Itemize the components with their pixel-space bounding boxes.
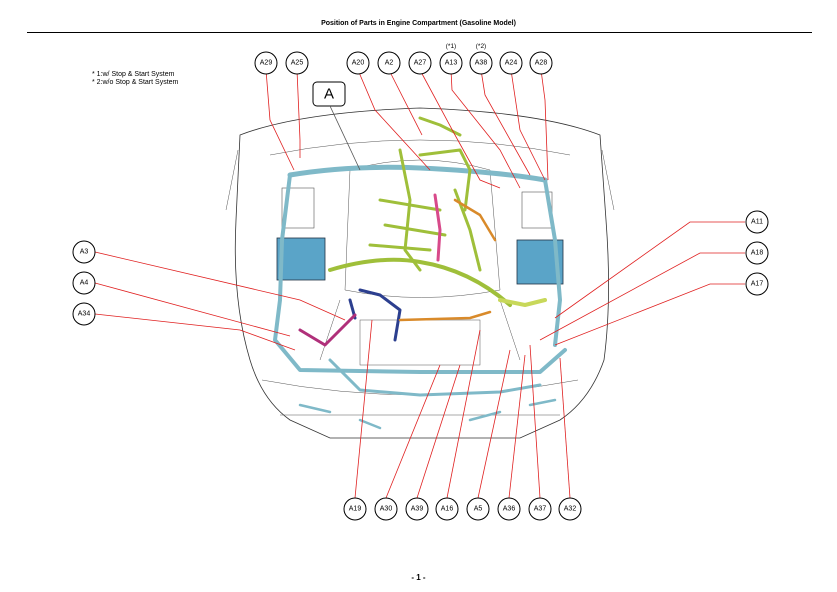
connector-a27-label: A27 (414, 60, 427, 67)
connector-a28-label: A28 (535, 60, 548, 67)
connector-a37: A37 (528, 497, 552, 521)
connector-a36-label: A36 (503, 506, 516, 513)
leader-lines (94, 69, 745, 499)
connector-a13-label: A13 (445, 60, 458, 67)
connector-a19-label: A19 (349, 506, 362, 513)
connector-a17: A17 (745, 272, 769, 296)
page-number: - 1 - (411, 573, 426, 582)
connector-a5: A5 (466, 497, 490, 521)
connector-a2: A2 (377, 51, 401, 75)
connector-a20-label: A20 (352, 60, 365, 67)
connector-a29-label: A29 (260, 60, 273, 67)
connector-a32-label: A32 (564, 506, 577, 513)
connector-a4: A4 (72, 271, 96, 295)
connector-a27: A27 (408, 51, 432, 75)
connector-a39-label: A39 (411, 506, 424, 513)
connector-a13: A13 (439, 51, 463, 75)
connector-a28: A28 (529, 51, 553, 75)
connector-a38: A38 (469, 51, 493, 75)
page-title: Position of Parts in Engine Compartment … (321, 20, 516, 27)
connector-a18-label: A18 (751, 250, 764, 257)
connector-a37-label: A37 (534, 506, 547, 513)
connector-a34: A34 (72, 302, 96, 326)
connector-a24: A24 (499, 51, 523, 75)
wire-harnesses (273, 116, 567, 430)
connector-a11: A11 (745, 210, 769, 234)
footnotes: * 1:w/ Stop & Start System * 2:w/o Stop … (92, 71, 178, 87)
connector-a3-label: A3 (80, 249, 89, 256)
connector-a4-label: A4 (80, 280, 89, 287)
view-callout-a: A (312, 81, 361, 171)
connector-a19: A19 (343, 497, 367, 521)
connector-a24-label: A24 (505, 60, 518, 67)
connector-a39: A39 (405, 497, 429, 521)
connector-a16: A16 (435, 497, 459, 521)
connector-a13-note: (*1) (446, 43, 456, 50)
connector-a20: A20 (346, 51, 370, 75)
connector-a3: A3 (72, 240, 96, 264)
connector-labels: A29 A25 A20 A2 A27 A13 (*1) A38 (*2) A24 A28A3A4A3… (72, 43, 769, 521)
connector-a16-label: A16 (441, 506, 454, 513)
connector-a5-label: A5 (474, 506, 483, 513)
connector-a2-label: A2 (385, 60, 394, 67)
title-divider (27, 32, 812, 33)
connector-a32: A32 (558, 497, 582, 521)
connector-a17-label: A17 (751, 281, 764, 288)
connector-a38-note: (*2) (476, 43, 486, 50)
connector-a38-label: A38 (475, 60, 488, 67)
connector-a11-label: A11 (751, 219, 763, 226)
connector-a29: A29 (254, 51, 278, 75)
connector-a25: A25 (285, 51, 309, 75)
callout-label: A (324, 86, 334, 103)
connector-a18: A18 (745, 241, 769, 265)
footnote-2: * 2:w/o Stop & Start System (92, 79, 179, 86)
connector-a30-label: A30 (380, 506, 393, 513)
connector-a36: A36 (497, 497, 521, 521)
connector-a25-label: A25 (291, 60, 304, 67)
footnote-1: * 1:w/ Stop & Start System (92, 71, 175, 78)
connector-a30: A30 (374, 497, 398, 521)
connector-a34-label: A34 (78, 311, 91, 318)
